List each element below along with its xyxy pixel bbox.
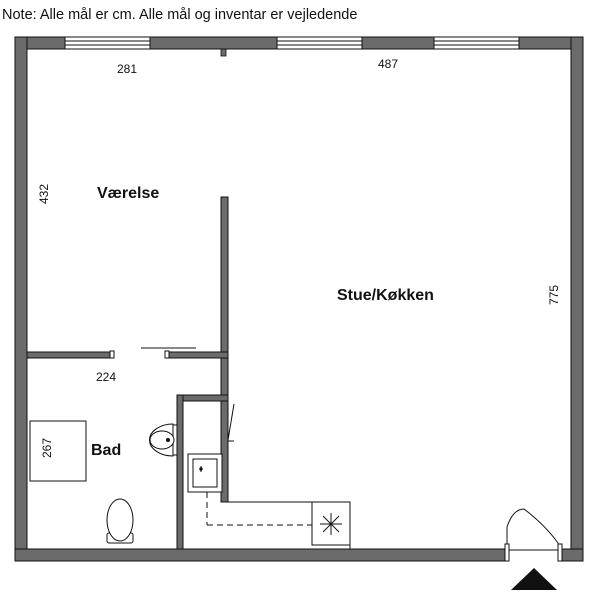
room-label-stue: Stue/Køkken [337,287,434,304]
interior-walls [26,196,229,550]
windows [64,36,520,50]
counter-end-mark [227,403,235,441]
wall-left [14,36,28,562]
wall-bottom-left [14,548,506,562]
door-frame-left [504,543,510,562]
dimension-432: 432 [37,184,51,204]
room-label-vaerelse: Værelse [97,185,159,202]
toilet-icon [106,498,134,544]
wall-bedroom-left [26,351,111,359]
door-swing [506,508,559,549]
door-jamb-left [109,350,115,359]
dimension-487: 487 [378,57,398,71]
plan-note: Note: Alle mål er cm. Alle mål og invent… [2,7,358,23]
wall-bath-top [176,394,229,402]
window-1 [64,36,151,50]
wall-right [570,36,584,562]
room-label-bad: Bad [91,442,121,459]
entrance-door [504,508,563,562]
wall-bottom-right [561,548,584,562]
door-frame-right [557,543,563,562]
bedroom-door [109,347,196,359]
shower-tray [29,420,87,482]
wall-room-divider [220,196,229,503]
dimension-775: 775 [547,285,561,305]
bath-fixtures [29,420,178,544]
outer-walls [14,36,584,562]
window-2 [276,36,363,50]
wall-notch [220,48,227,57]
window-3 [433,36,520,50]
wall-bedroom-right [166,351,229,359]
door-jamb-right [164,350,170,359]
kitchen [183,400,351,549]
stove-icon [311,501,351,546]
entrance-arrow-icon [511,568,557,590]
dimension-281: 281 [117,62,137,76]
kitchen-sink-icon [187,453,223,493]
wall-bath-right [176,394,184,550]
dimension-267: 267 [40,438,54,458]
dimension-224: 224 [96,370,116,384]
sink-icon [149,423,178,457]
